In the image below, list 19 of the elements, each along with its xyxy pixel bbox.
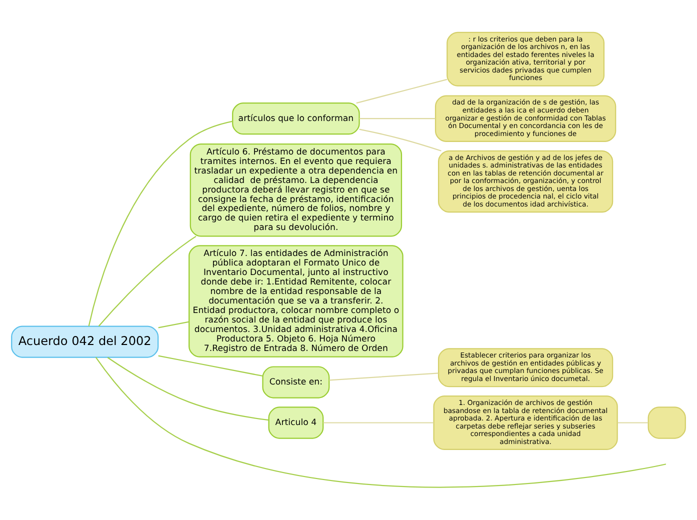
- connector: [95, 357, 666, 488]
- connector: [329, 372, 438, 381]
- connector: [359, 118, 436, 120]
- connector: [618, 422, 648, 424]
- node-box: artículos que lo conforman: [232, 102, 360, 135]
- node-box: Acuerdo 042 del 2002: [11, 326, 159, 358]
- connector: [356, 78, 448, 104]
- connector: [107, 357, 269, 421]
- node-box: Consiste en:: [262, 366, 330, 398]
- connector: [98, 236, 196, 327]
- connector: [323, 422, 434, 424]
- connector: [158, 355, 263, 377]
- node-box: Artículo 6. Préstamo de documentos para tramites internos. En el evento que requiera trasladar un expediente a otra dependencia en calidad de préstamo. La dependencia productora deberá llevar registro en que se consigne la fecha de préstamo, identificación del expediente, número de folios, nombre y cargo de quien retira el expediente y termino para su devolución.: [190, 143, 402, 237]
- connector: [359, 128, 442, 152]
- node-box: [648, 406, 686, 439]
- node-box: Artículo 7. las entidades de Administración pública adoptaran el Formato Unico de Inventario Documental, junto al instructivo donde debe ir: 1.Entidad Remitente, colocar nombre de la entidad responsable de la documentación que se va a transferir. 2. Entidad productora, colocar nombre completo o razón social de la entidad que produce los documentos. 3.Unidad administrativa 4.Oficina Productora 5. Objeto 6. Hoja Número 7.Registro de Entrada 8. Número de Orden: [188, 245, 404, 358]
- node-box: Articulo 4: [268, 406, 324, 439]
- connector: [158, 321, 190, 328]
- connector: [88, 120, 233, 326]
